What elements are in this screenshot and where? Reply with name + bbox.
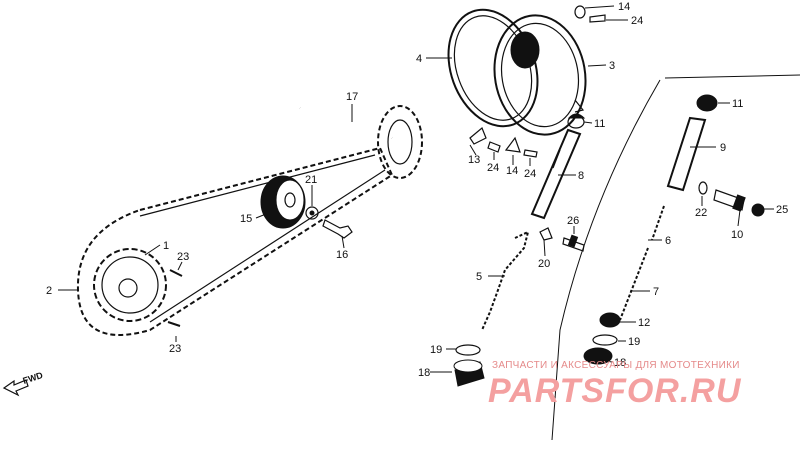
callout-17: 17 (346, 91, 358, 103)
cam-sprocket (93, 248, 167, 322)
spring-7 (619, 247, 649, 321)
callout-19-right: 19 (628, 336, 640, 348)
spring-5 (481, 230, 530, 331)
callout-19-left: 19 (430, 344, 442, 356)
callout-10: 10 (731, 229, 743, 241)
callout-9: 9 (720, 142, 726, 154)
plate-13 (469, 127, 487, 145)
pin-23-upper (169, 269, 183, 277)
callout-2: 2 (46, 285, 52, 297)
cover-outline (551, 74, 800, 441)
tensioner-roller (260, 175, 306, 229)
bolt-16 (322, 219, 353, 239)
washer-19-left (455, 344, 481, 356)
tensioner-gasket-4 (447, 8, 539, 128)
callout-3: 3 (609, 60, 615, 72)
oring-22 (698, 181, 708, 195)
callout-5: 5 (476, 271, 482, 283)
spring-6 (651, 205, 665, 241)
cap-11-left (567, 113, 586, 129)
bolt-10 (713, 189, 746, 212)
clip-20 (539, 227, 553, 241)
callout-12: 12 (638, 317, 650, 329)
callout-22: 22 (695, 207, 707, 219)
callout-20: 20 (538, 258, 550, 270)
plate-14 (504, 136, 521, 153)
fwd-arrow: FWD (2, 370, 45, 397)
callout-16: 16 (336, 249, 348, 261)
callout-1: 1 (163, 240, 169, 252)
callout-13: 13 (468, 154, 480, 166)
callout-7: 7 (653, 286, 659, 298)
callout-14-top: 14 (618, 1, 630, 13)
collar-12 (599, 312, 621, 328)
callout-8: 8 (578, 170, 584, 182)
push-rod-9 (666, 116, 707, 192)
callouts: 1 2 3 4 5 6 7 8 9 10 11 11 12 13 14 14 1… (46, 1, 788, 379)
callout-14-mid: 14 (506, 165, 518, 177)
cover-ring-3 (493, 14, 587, 136)
fwd-label: FWD (22, 370, 45, 386)
pin-23-lower (167, 321, 181, 327)
cap-18-right (583, 347, 613, 365)
callout-24-b: 24 (524, 168, 536, 180)
callout-23-upper: 23 (177, 251, 189, 263)
washer-21 (305, 206, 319, 220)
cap-18-left (453, 359, 485, 387)
cam-chain (76, 146, 394, 336)
callout-11-right: 11 (732, 98, 743, 110)
callout-18-left: 18 (418, 367, 430, 379)
callout-25: 25 (776, 204, 788, 216)
watermark-subtitle: ЗАПЧАСТИ И АКСЕССУАРЫ ДЛЯ МОТОТЕХНИКИ (492, 360, 740, 371)
leader-lines (58, 5, 774, 373)
bolt-24-b (523, 149, 538, 158)
callout-18-right: 18 (614, 357, 626, 369)
callout-15: 15 (240, 213, 252, 225)
bolt-26 (562, 234, 585, 252)
callout-4: 4 (416, 53, 422, 65)
camshaft (299, 105, 423, 179)
tensioner-rod-8 (530, 128, 582, 220)
callout-23-lower: 23 (169, 343, 181, 355)
watermark-logo: PARTSFOR.RU (488, 372, 742, 410)
bolt-24-a (487, 141, 501, 153)
bolt-24-top (589, 14, 606, 23)
callout-26: 26 (567, 215, 579, 227)
bolt-14-top (574, 5, 586, 19)
callout-11-left: 11 (594, 118, 605, 130)
callout-6: 6 (665, 235, 671, 247)
nut-25 (751, 203, 765, 217)
callout-24-a: 24 (487, 162, 499, 174)
callout-21: 21 (305, 174, 317, 186)
washer-19-right (592, 334, 618, 346)
cap-11-right (696, 94, 718, 112)
callout-24-top: 24 (631, 15, 643, 27)
